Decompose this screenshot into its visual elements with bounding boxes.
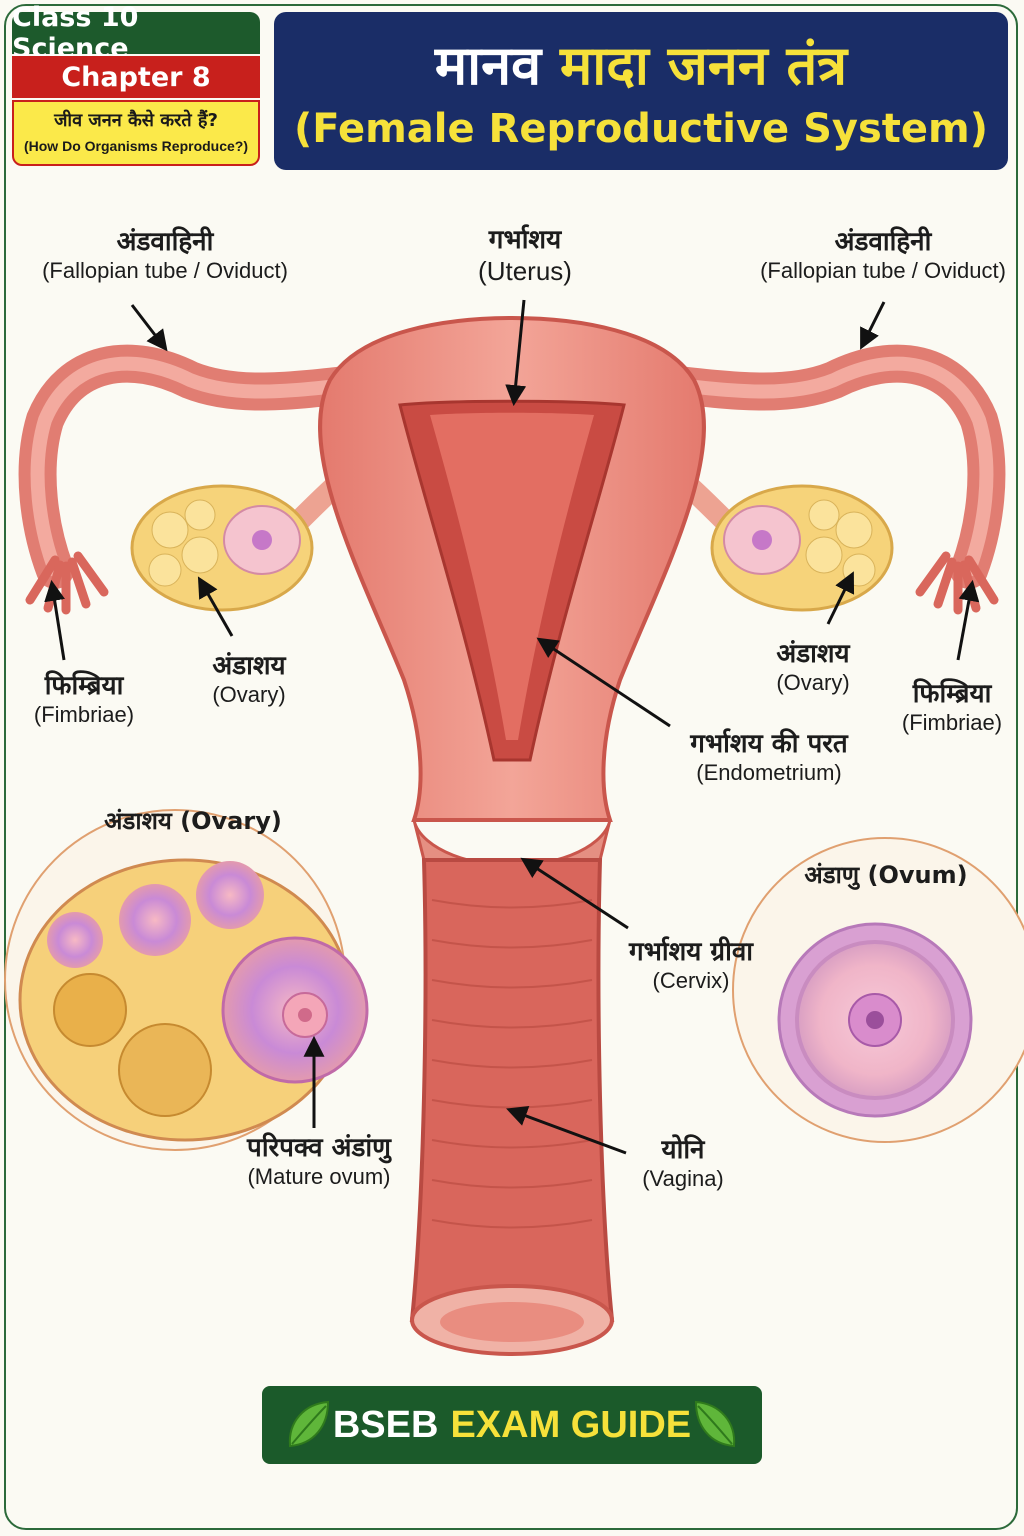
label-ovary-left: अंडाशय (Ovary) [212, 651, 286, 707]
arrow-tube-right [860, 301, 886, 350]
arrow-tube-left [130, 304, 168, 352]
label-ovum-inset-title: अंडाणु (Ovum) [804, 861, 968, 889]
title-hindi-white: मानव [434, 34, 542, 97]
left-ovary [130, 484, 314, 612]
page-title-hindi: मानव मादा जनन तंत्र [274, 26, 1008, 100]
right-ovary [710, 484, 894, 612]
footer-text-yellow: EXAM GUIDE [450, 1403, 692, 1446]
arrow-vagina [506, 1105, 627, 1155]
arrow-uterus [505, 299, 527, 407]
ovum-inset-diagram [777, 922, 973, 1118]
arrow-ovary-right [826, 571, 855, 625]
arrow-cervix [520, 857, 629, 930]
label-uterus: गर्भाशय (Uterus) [478, 225, 572, 286]
label-fimbriae-right: फिम्ब्रिया (Fimbriae) [901, 679, 1003, 735]
topic-box: जीव जनन कैसे करते हैं? (How Do Organisms… [12, 100, 260, 166]
footer-text-white: BSEB [332, 1403, 439, 1446]
label-cervix: गर्भाशय ग्रीवा (Cervix) [628, 937, 754, 993]
label-mature-ovum: परिपक्व अंडांणु (Mature ovum) [247, 1133, 391, 1189]
label-endometrium: गर्भाशय की परत (Endometrium) [690, 729, 848, 785]
label-ovary-inset-title: अंडाशय (Ovary) [104, 807, 282, 835]
title-banner: मानव मादा जनन तंत्र (Female Reproductive… [274, 12, 1008, 170]
topic-english: (How Do Organisms Reproduce?) [23, 138, 249, 154]
label-fallopian-tube-right: अंडवाहिनी (Fallopian tube / Oviduct) [760, 227, 1006, 283]
topic-hindi: जीव जनन कैसे करते हैं? [54, 110, 218, 131]
arrow-ovary-left [197, 576, 234, 637]
arrow-endometrium [536, 637, 671, 728]
page-title-english: (Female Reproductive System) [293, 106, 988, 152]
label-fimbriae-left: फिम्ब्रिया (Fimbriae) [33, 671, 135, 727]
leaf-icon [288, 1400, 330, 1448]
label-fallopian-tube-left: अंडवाहिनी (Fallopian tube / Oviduct) [42, 227, 288, 283]
label-vagina: योनि (Vagina) [642, 1135, 724, 1191]
arrow-fimbriae-right [956, 579, 980, 661]
left-fimbriae [25, 551, 109, 615]
leaf-icon [694, 1400, 736, 1448]
arrow-fimbriae-left [44, 579, 66, 661]
footer-banner: BSEB EXAM GUIDE [262, 1386, 762, 1464]
vagina [409, 858, 615, 1322]
chapter-badge: Class 10 Science Chapter 8 जीव जनन कैसे … [12, 2, 260, 166]
title-hindi-yellow: मादा जनन तंत्र [559, 34, 848, 97]
cervix [412, 819, 612, 866]
label-ovary-right: अंडाशय (Ovary) [776, 639, 850, 695]
poster-frame [4, 4, 1018, 1530]
chapter-label: Chapter 8 [12, 56, 260, 98]
